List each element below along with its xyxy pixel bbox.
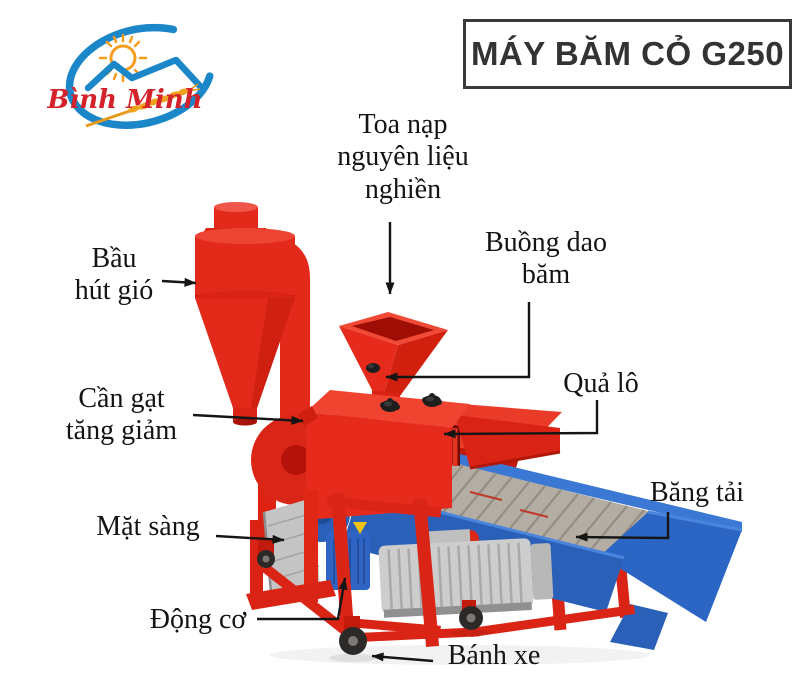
connector-bau-hut-gio xyxy=(161,277,197,287)
label-can-gat: Cần gạt tăng giảm xyxy=(65,383,178,447)
logo-swoosh xyxy=(65,23,214,129)
cyclone-air-separator xyxy=(195,202,310,452)
warning-sticker xyxy=(353,522,367,534)
label-bau-hut-gio: Bầu hút gió xyxy=(74,243,154,307)
label-toa-nap: Toa nạp nguyên liệu nghiền xyxy=(337,109,469,205)
connector-dong-co xyxy=(257,577,348,621)
mountains-icon xyxy=(84,56,204,92)
label-mat-sang: Mặt sàng xyxy=(96,511,200,542)
label-bang-tai: Băng tải xyxy=(649,477,745,508)
conveyor-end-cap xyxy=(600,512,742,622)
conveyor-foot xyxy=(610,604,668,650)
wheel-right xyxy=(451,606,491,637)
connector-can-gat xyxy=(192,413,304,425)
connector-bang-tai xyxy=(575,512,670,542)
knob xyxy=(366,363,380,373)
ground-shadow xyxy=(270,645,650,665)
connector-mat-sang xyxy=(215,534,285,544)
wheel-center xyxy=(329,627,377,662)
connector-qua-lo xyxy=(443,400,599,439)
brand-logo: Bình Minh xyxy=(36,14,226,154)
wheel-left xyxy=(257,550,275,568)
label-dong-co: Động cơ xyxy=(149,604,247,635)
connector-banh-xe xyxy=(371,652,434,663)
title-box: MÁY BĂM CỎ G250 xyxy=(463,19,792,89)
page-title: MÁY BĂM CỎ G250 xyxy=(470,35,785,72)
trolley-frame xyxy=(246,490,636,648)
connectors xyxy=(161,222,670,663)
label-buong-dao-bam: Buồng dao băm xyxy=(484,227,608,291)
clamp-knobs xyxy=(366,363,442,412)
label-banh-xe: Bánh xe xyxy=(447,640,541,671)
connector-buong-dao-bam xyxy=(385,302,531,382)
wheat-icon xyxy=(85,83,201,128)
label-qua-lo: Quả lô xyxy=(563,368,639,399)
brand-name: Bình Minh xyxy=(46,85,202,115)
knob xyxy=(422,393,442,407)
knob xyxy=(380,398,400,412)
